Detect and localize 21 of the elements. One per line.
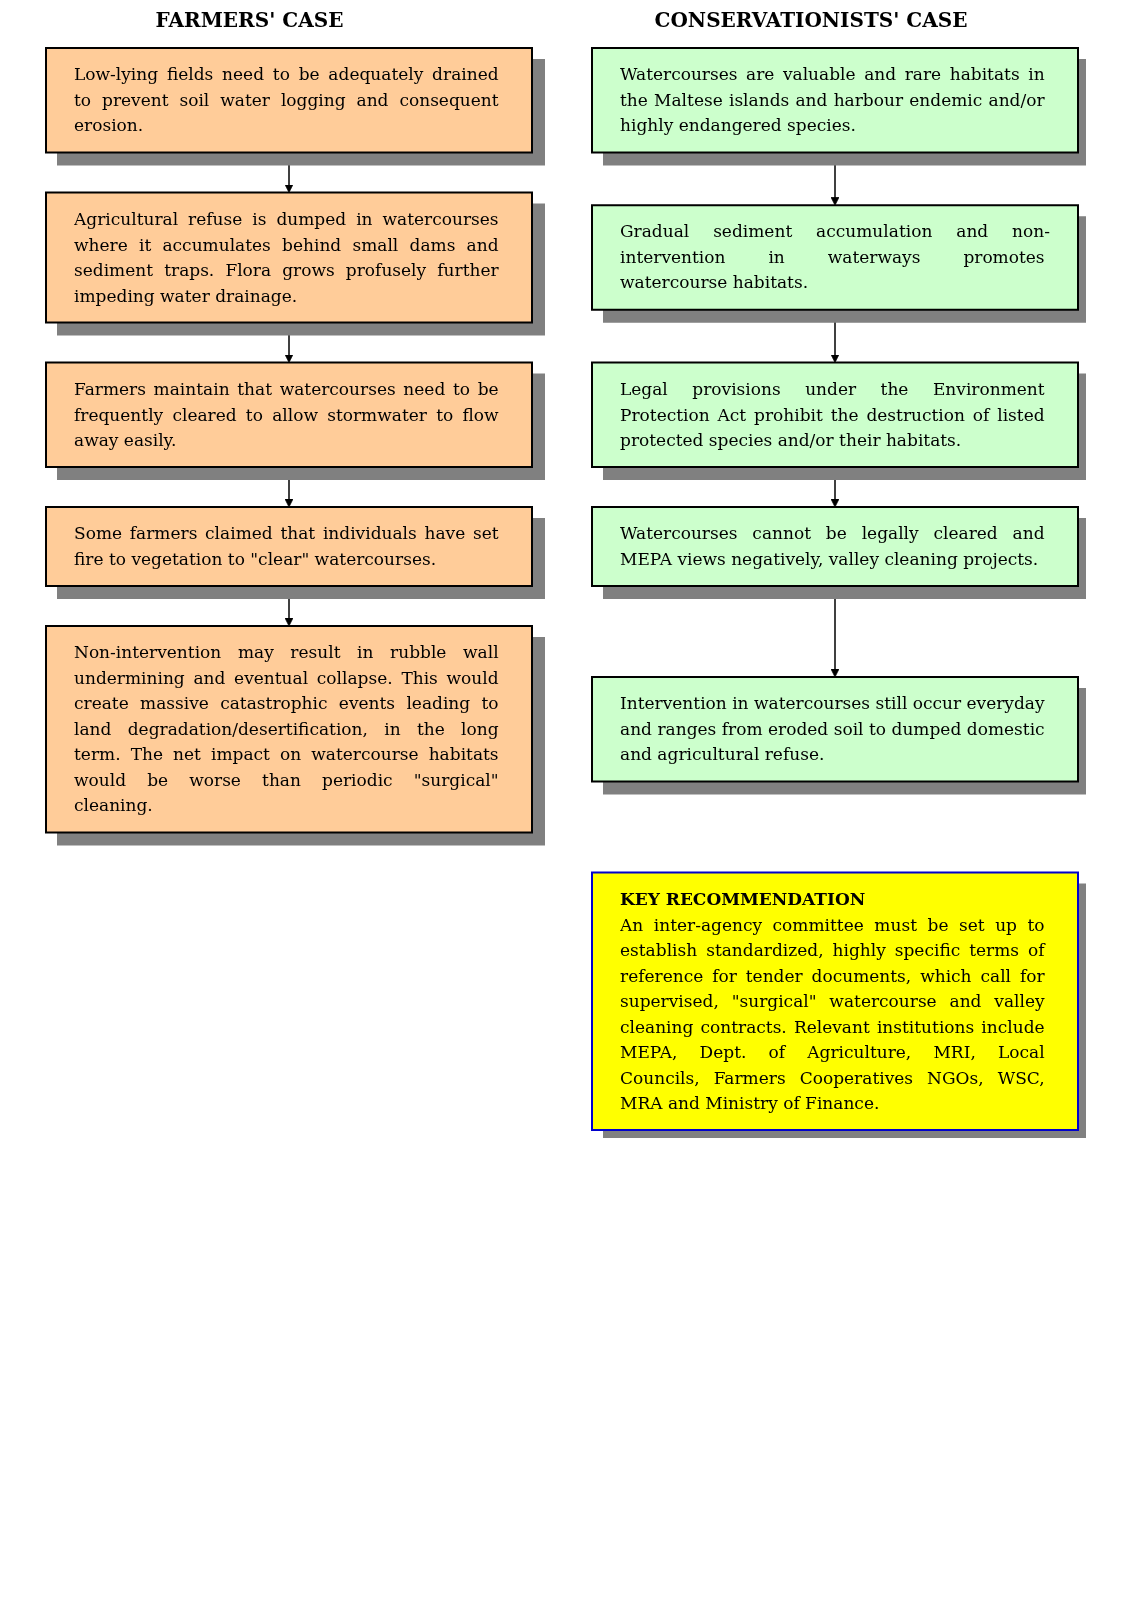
column-heading: CONSERVATIONISTS' CASE	[654, 8, 968, 32]
node-box: KEY RECOMMENDATION An inter-agency committee must be set up to establish standardized, highly specific terms of reference for tender documents, which call for supervised, "surgical" watercourse and valley cleaning contracts. Relevant institutions include MEPA, Dept. of Agriculture, MRI, Local Councils, Farmers Cooperatives NGOs, WSC, MRA and Ministry of Finance.	[590, 871, 1079, 1131]
node-box: Legal provisions under the Environment Protection Act prohibit the destruction of listed protected species and/or their habitats.	[590, 361, 1079, 468]
arrow	[284, 321, 293, 363]
arrow	[284, 151, 293, 193]
node-box: Intervention in watercourses still occur everyday and ranges from eroded soil to dumped domestic and agricultural refuse.	[590, 676, 1079, 783]
node-box: Watercourses cannot be legally cleared and MEPA views negatively, valley cleaning projects.	[590, 506, 1079, 587]
arrow	[284, 466, 293, 508]
node-box: Gradual sediment accumulation and non-intervention in waterways promotes watercourse habitats.	[590, 204, 1079, 311]
node-box: Agricultural refuse is dumped in watercourses where it accumulates behind small dams and sediment traps. Flora grows profusely further impeding water drainage.	[44, 191, 533, 324]
node-box: Some farmers claimed that individuals have set fire to vegetation to "clear" watercourses.	[44, 506, 533, 587]
arrow	[284, 585, 293, 627]
column-heading: FARMERS' CASE	[155, 8, 344, 32]
node-box: Farmers maintain that watercourses need to be frequently cleared to allow stormwater to flow away easily.	[44, 361, 533, 468]
arrow	[830, 151, 839, 206]
arrow	[830, 466, 839, 508]
arrow	[830, 585, 839, 678]
node-box: Watercourses are valuable and rare habitats in the Maltese islands and harbour endemic and/or highly endangered species.	[590, 47, 1079, 154]
arrow	[830, 309, 839, 363]
node-box: Low-lying fields need to be adequately drained to prevent soil water logging and consequent erosion.	[44, 47, 533, 154]
node-box: Non-intervention may result in rubble wall undermining and eventual collapse. This would create massive catastrophic events leading to land degradation/desertification, in the long term. The net impact on watercourse habitats would be worse than periodic "surgical" cleaning.	[44, 625, 533, 834]
